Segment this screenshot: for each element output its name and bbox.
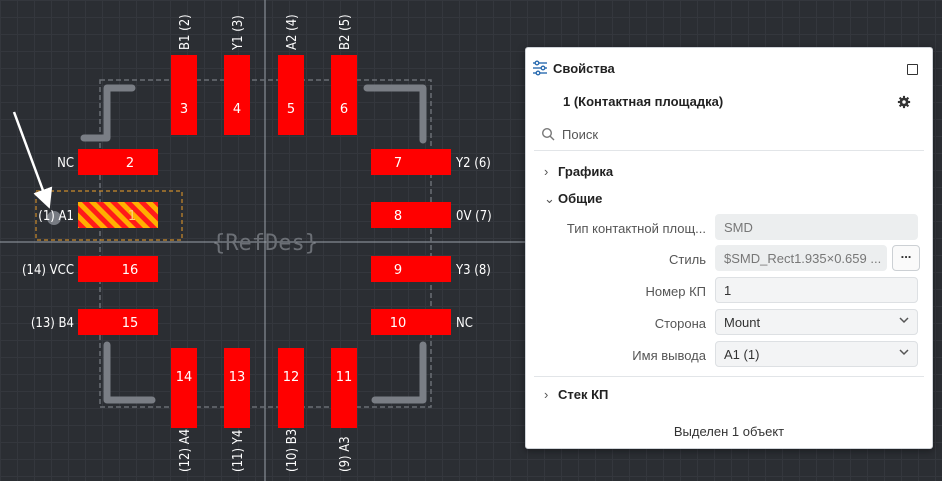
panel-header: Свойства xyxy=(526,48,932,88)
annotation-arrow-pad-1 xyxy=(12,111,53,209)
pad-4[interactable] xyxy=(224,55,250,135)
pad-11-label: (9) A3 xyxy=(338,436,353,472)
section-graphics[interactable]: › Графика xyxy=(544,164,613,179)
pad-14-label: (12) A4 xyxy=(178,429,193,472)
style-more-button[interactable]: ... xyxy=(892,245,920,271)
search-placeholder: Поиск xyxy=(562,127,599,142)
pad-2-label: NC xyxy=(57,156,74,171)
pad-1-number: 1 xyxy=(128,209,136,224)
pad-9[interactable] xyxy=(371,256,451,282)
chevron-right-icon: › xyxy=(544,164,549,179)
pad-7-number: 7 xyxy=(394,156,402,171)
search-icon xyxy=(541,127,555,141)
pad-5-number: 5 xyxy=(287,102,295,117)
pad-16-label: (14) VCC xyxy=(22,263,74,278)
pad-6[interactable] xyxy=(331,55,357,135)
pad-16[interactable] xyxy=(78,256,158,282)
style-label: Стиль xyxy=(669,252,706,267)
pad-5-label: A2 (4) xyxy=(285,14,300,50)
pad-8-number: 8 xyxy=(394,209,402,224)
panel-title: Свойства xyxy=(553,61,615,76)
pad-12-label: (10) B3 xyxy=(285,429,300,472)
pad-1[interactable] xyxy=(78,202,158,228)
section-pad-stack-label: Стек КП xyxy=(558,387,609,402)
pad-4-number: 4 xyxy=(233,102,241,117)
pad-9-number: 9 xyxy=(394,263,402,278)
chevron-right-icon: › xyxy=(544,387,549,402)
pad-7-label: Y2 (6) xyxy=(455,156,491,171)
pad-number-field[interactable]: 1 xyxy=(715,277,918,303)
section-general-label: Общие xyxy=(558,191,603,206)
sliders-icon xyxy=(533,60,547,76)
selected-object-title: 1 (Контактная площадка) xyxy=(563,94,724,109)
pad-12[interactable] xyxy=(278,348,304,428)
side-select[interactable]: Mount xyxy=(715,309,918,335)
style-field: $SMD_Rect1.935×0.659 ... xyxy=(715,245,887,271)
side-label: Сторона xyxy=(654,316,706,331)
chevron-down-icon xyxy=(899,349,909,356)
refdes-label: {RefDes} xyxy=(212,231,318,256)
pad-16-number: 16 xyxy=(122,263,139,278)
chevron-down-icon xyxy=(899,317,909,324)
pad-2-number: 2 xyxy=(126,156,134,171)
chevron-down-icon: ⌄ xyxy=(544,191,555,206)
pad-1-selection xyxy=(35,190,183,241)
section-divider xyxy=(534,376,924,377)
pad-1-label: (1) A1 xyxy=(38,209,74,224)
pad-3[interactable] xyxy=(171,55,197,135)
pad-3-label: B1 (2) xyxy=(178,14,193,50)
pad-15[interactable] xyxy=(78,309,158,335)
pad-10-label: NC xyxy=(456,316,473,331)
pad-13-label: (11) Y4 xyxy=(231,430,246,472)
pad-11[interactable] xyxy=(331,348,357,428)
pad-10[interactable] xyxy=(371,309,451,335)
pad-type-field: SMD xyxy=(715,214,918,240)
pad-14-number: 14 xyxy=(176,370,193,385)
pad-1-origin-marker xyxy=(47,211,61,225)
pad-4-label: Y1 (3) xyxy=(231,15,246,51)
pad-3-number: 3 xyxy=(180,102,188,117)
pad-type-label: Тип контактной площ... xyxy=(566,221,706,236)
pad-10-number: 10 xyxy=(390,316,407,331)
pad-12-number: 12 xyxy=(283,370,300,385)
section-graphics-label: Графика xyxy=(558,164,614,179)
selection-status: Выделен 1 объект xyxy=(673,424,785,439)
side-select-value: Mount xyxy=(724,315,761,330)
pin-name-label: Имя вывода xyxy=(632,348,706,363)
pad-8[interactable] xyxy=(371,202,451,228)
pad-14[interactable] xyxy=(171,348,197,428)
pad-number-label: Номер КП xyxy=(645,284,706,299)
pin-name-select-value: A1 (1) xyxy=(724,347,760,362)
section-pad-stack[interactable]: › Стек КП xyxy=(544,387,608,402)
section-general[interactable]: ⌄Общие xyxy=(544,191,602,207)
pad-13[interactable] xyxy=(224,348,250,428)
pad-7[interactable] xyxy=(371,149,451,175)
pad-9-label: Y3 (8) xyxy=(455,263,491,278)
search-input[interactable]: Поиск xyxy=(534,120,924,151)
silkscreen-corners xyxy=(80,84,427,404)
pad-2[interactable] xyxy=(78,149,158,175)
component-boundary xyxy=(99,79,432,408)
pad-5[interactable] xyxy=(278,55,304,135)
maximize-icon[interactable] xyxy=(907,64,918,75)
pin-name-select[interactable]: A1 (1) xyxy=(715,341,918,367)
pad-8-label: 0V (7) xyxy=(456,209,492,224)
pad-15-label: (13) B4 xyxy=(31,316,74,331)
pad-6-number: 6 xyxy=(340,102,348,117)
properties-panel: Свойства 1 (Контактная площадка) Поиск ›… xyxy=(525,47,933,449)
gear-icon[interactable] xyxy=(897,95,911,109)
pad-15-number: 15 xyxy=(122,316,139,331)
pad-11-number: 11 xyxy=(336,370,353,385)
pad-6-label: B2 (5) xyxy=(338,14,353,50)
pad-13-number: 13 xyxy=(229,370,246,385)
